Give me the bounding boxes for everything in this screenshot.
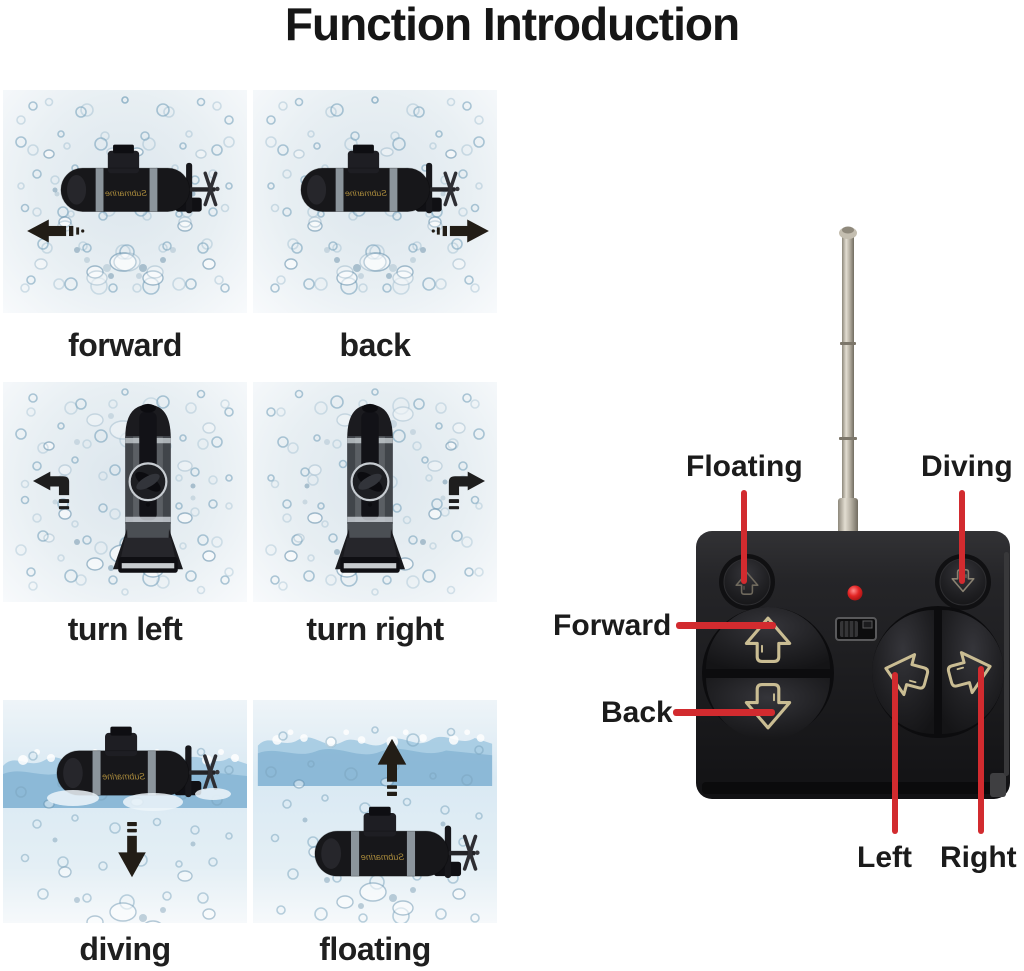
- photo-floating: [253, 700, 497, 923]
- photo-diving: [3, 700, 247, 923]
- photo-back: [253, 90, 497, 313]
- left-button: [872, 610, 934, 734]
- floating-callout-line: [741, 490, 747, 584]
- right-button: [942, 610, 1004, 734]
- photo-forward: [3, 90, 247, 313]
- callout-diving: Diving: [921, 450, 1013, 483]
- forward-arrow-icon: [27, 219, 85, 243]
- remote-controller: [696, 226, 1010, 799]
- callout-back: Back: [601, 696, 673, 729]
- submarine-icon: [313, 804, 482, 880]
- caption-turn-left: turn left: [67, 611, 183, 647]
- caption-back: back: [339, 327, 411, 363]
- left-right-rocker: [872, 606, 1004, 738]
- turn-left-arrow-icon: [33, 471, 70, 510]
- callout-right: Right: [940, 841, 1017, 874]
- diving-callout-line: [959, 490, 965, 584]
- submarine-icon: [299, 142, 462, 216]
- right-callout-line: [978, 666, 984, 834]
- back-callout-line: [673, 709, 775, 716]
- callout-left: Left: [857, 841, 912, 874]
- floating-button: [719, 554, 775, 610]
- callout-floating: Floating: [686, 450, 803, 483]
- splash-foam: [47, 788, 231, 811]
- water-surface: [257, 729, 493, 786]
- power-led: [847, 585, 863, 601]
- caption-floating: floating: [319, 931, 431, 967]
- antenna-icon: [838, 226, 858, 534]
- callout-forward: Forward: [553, 609, 672, 642]
- diving-arrow-icon: [118, 822, 146, 878]
- left-callout-line: [892, 672, 898, 834]
- caption-diving: diving: [79, 931, 171, 967]
- submarine-front-icon: [335, 402, 405, 574]
- photo-turn-left: [3, 382, 247, 602]
- forward-callout-line: [676, 622, 776, 629]
- back-button: [706, 678, 830, 740]
- photo-turn-right: [253, 382, 497, 602]
- page-title: Function Introduction: [284, 0, 740, 50]
- power-switch-icon: [835, 617, 877, 641]
- caption-turn-right: turn right: [306, 611, 444, 647]
- caption-forward: forward: [68, 327, 182, 363]
- forward-back-rocker: [702, 607, 834, 740]
